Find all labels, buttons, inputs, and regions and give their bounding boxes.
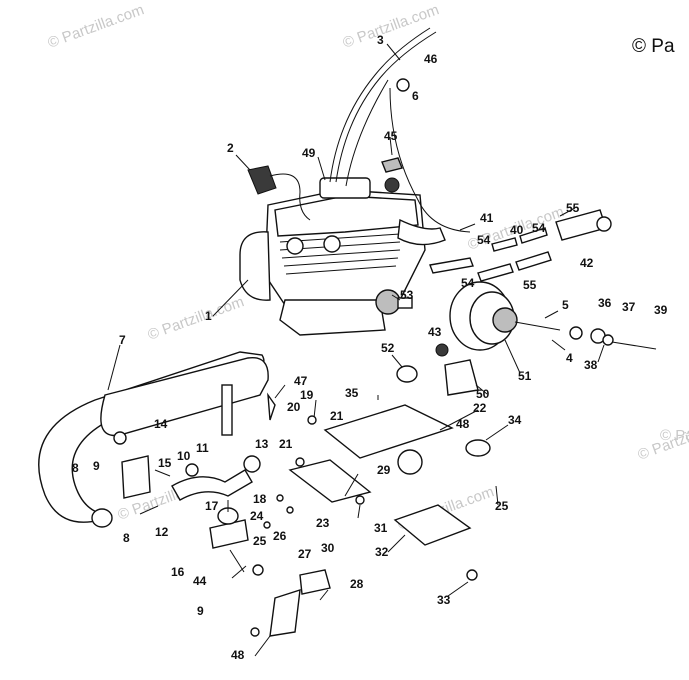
callout-44: 44: [193, 574, 207, 588]
leader-lines: [107, 43, 605, 657]
callout-53: 53: [400, 288, 414, 302]
starter-bracket: [396, 343, 479, 396]
callout-6: 6: [412, 89, 419, 103]
callout-8: 8: [72, 461, 79, 475]
callout-2: 2: [227, 141, 234, 155]
callout-51: 51: [518, 369, 532, 383]
callout-5: 5: [562, 298, 569, 312]
callout-34: 34: [508, 413, 522, 427]
callout-8: 8: [123, 531, 130, 545]
callout-55: 55: [566, 201, 580, 215]
callout-37: 37: [622, 300, 636, 314]
fuel-line-fittings: [429, 207, 612, 282]
callout-38: 38: [584, 358, 598, 372]
callout-10: 10: [177, 449, 191, 463]
callout-36: 36: [598, 296, 612, 310]
callout-1: 1: [205, 309, 212, 323]
callout-11: 11: [196, 441, 209, 455]
copyright-right-edge: © Pa: [660, 427, 689, 444]
copyright-corner: © Pa: [632, 36, 675, 57]
callout-49: 49: [302, 146, 316, 160]
callout-18: 18: [253, 492, 267, 506]
callout-39: 39: [654, 303, 668, 317]
callout-25: 25: [253, 534, 267, 548]
callout-13: 13: [255, 437, 269, 451]
callout-7: 7: [119, 333, 126, 347]
callout-40: 40: [510, 223, 524, 237]
callout-24: 24: [250, 509, 264, 523]
callout-55: 55: [523, 278, 537, 292]
watermark: © Partzilla.com: [46, 1, 147, 52]
lower-bracket: [250, 564, 331, 637]
callout-45: 45: [384, 129, 398, 143]
callout-21: 21: [279, 437, 293, 451]
callouts: 3 46 6 45 2 49 41 55 54 40 54 54 42 55 5…: [72, 33, 668, 662]
callout-22: 22: [473, 401, 487, 415]
callout-14: 14: [154, 417, 168, 431]
watermark: © Partzilla.com: [146, 293, 247, 344]
callout-52: 52: [381, 341, 395, 355]
callout-46: 46: [424, 52, 438, 66]
callout-19: 19: [300, 388, 314, 402]
callout-48: 48: [456, 417, 470, 431]
callout-54: 54: [477, 233, 491, 247]
callout-33: 33: [437, 593, 451, 607]
callout-20: 20: [287, 400, 301, 414]
callout-35: 35: [345, 386, 359, 400]
engine-assembly: [239, 177, 446, 336]
watermark: © Partzilla.com: [341, 1, 442, 52]
callout-29: 29: [377, 463, 391, 477]
engine-plate: [288, 395, 491, 581]
spark-plug-cap: [247, 165, 311, 221]
rubber-mount: [209, 500, 249, 549]
recoil-starter: [449, 281, 657, 351]
callout-32: 32: [375, 545, 389, 559]
callout-9: 9: [93, 459, 100, 473]
callout-28: 28: [350, 577, 364, 591]
hardware: [263, 392, 317, 529]
callout-17: 17: [205, 499, 219, 513]
callout-23: 23: [316, 516, 330, 530]
callout-21: 21: [330, 409, 344, 423]
callout-3: 3: [377, 33, 384, 47]
muffler-mount: [113, 431, 171, 515]
callout-54: 54: [532, 221, 546, 235]
callout-25: 25: [495, 499, 509, 513]
callout-27: 27: [298, 547, 312, 561]
muffler: [38, 351, 269, 528]
callout-47: 47: [294, 374, 308, 388]
callout-4: 4: [566, 351, 573, 365]
callout-43: 43: [428, 325, 442, 339]
callout-41: 41: [480, 211, 494, 225]
callout-30: 30: [321, 541, 335, 555]
callout-54: 54: [461, 276, 475, 290]
callout-16: 16: [171, 565, 185, 579]
exhaust-pipe: [171, 455, 261, 501]
callout-26: 26: [273, 529, 287, 543]
throttle-cables: [329, 27, 471, 233]
callout-42: 42: [580, 256, 594, 270]
callout-31: 31: [374, 521, 388, 535]
callout-50: 50: [476, 387, 490, 401]
callout-15: 15: [158, 456, 172, 470]
callout-48: 48: [231, 648, 245, 662]
callout-12: 12: [155, 525, 169, 539]
callout-9: 9: [197, 604, 204, 618]
